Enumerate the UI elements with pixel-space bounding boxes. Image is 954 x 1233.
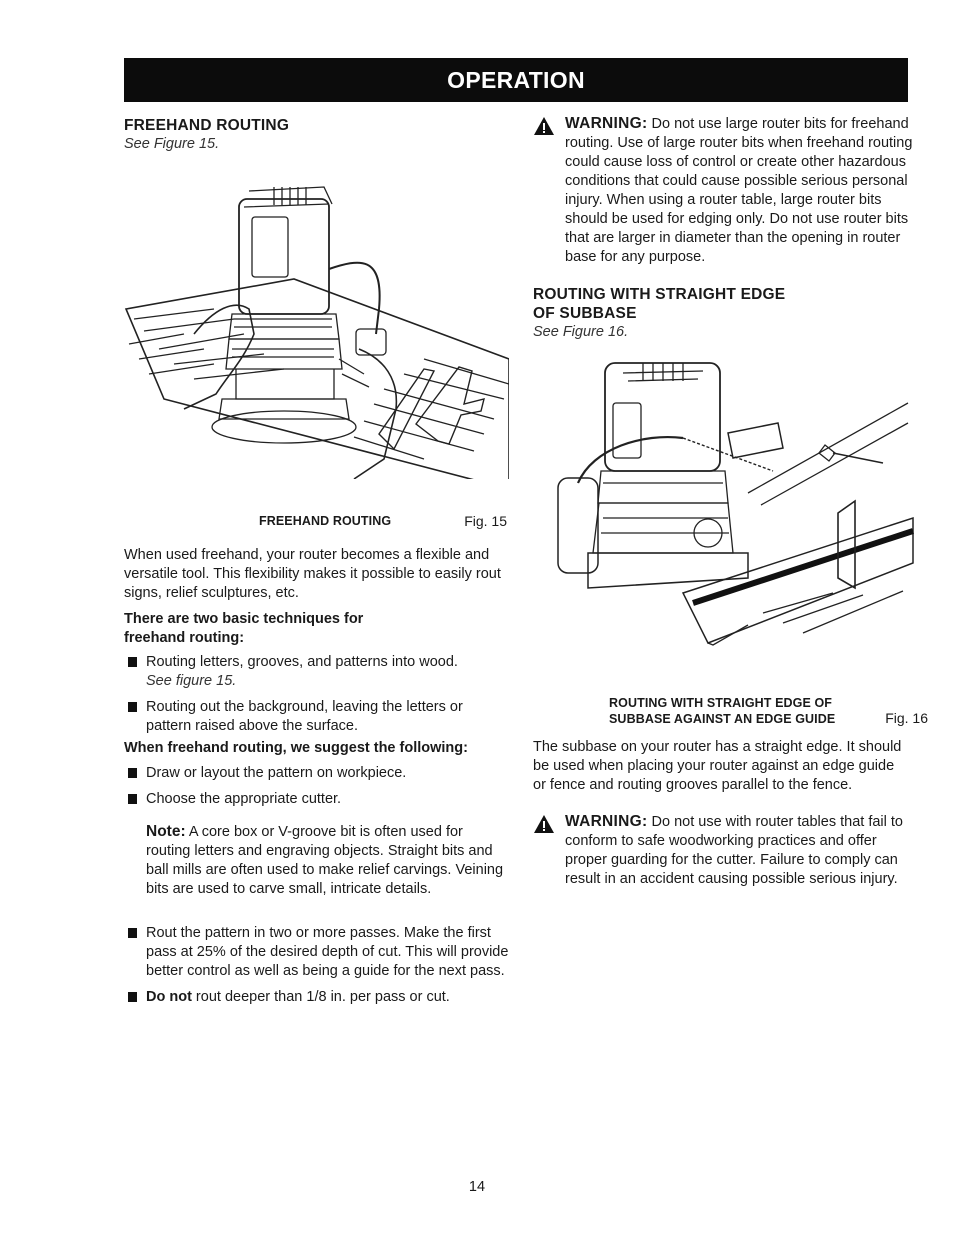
technique-see-figure: See figure 15.	[146, 673, 237, 689]
list-item: Do not rout deeper than 1/8 in. per pass…	[124, 988, 509, 1007]
list-item: Draw or layout the pattern on workpiece.	[124, 764, 509, 783]
figure-15-caption: FREEHAND ROUTING Fig. 15	[124, 514, 507, 529]
figure-16-title: ROUTING WITH STRAIGHT EDGE OF SUBBASE AG…	[533, 695, 835, 727]
depth-text: rout deeper than 1/8 in. per pass or cut…	[191, 989, 450, 1005]
suggestions-list: Draw or layout the pattern on workpiece.…	[124, 764, 509, 809]
note-text: A core box or V-groove bit is often used…	[146, 824, 504, 897]
suggest-heading: When freehand routing, we suggest the fo…	[124, 740, 468, 756]
left-column: FREEHAND ROUTING See Figure 15.	[124, 116, 509, 1007]
warning-text: Do not use with router tables that fail …	[565, 814, 903, 887]
freehand-router-illustration	[124, 186, 509, 479]
techniques-heading: There are two basic techniques for freeh…	[124, 611, 364, 646]
figure-16-number: Fig. 16	[885, 710, 928, 726]
figure-16-title-line1: ROUTING WITH STRAIGHT EDGE OF	[609, 696, 833, 710]
freehand-intro: When used freehand, your router becomes …	[124, 547, 501, 601]
warning-label: WARNING:	[565, 115, 648, 132]
warning-triangle-icon	[534, 815, 554, 833]
techniques-list: Routing letters, grooves, and patterns i…	[124, 653, 509, 736]
note-block: Note: A core box or V-groove bit is ofte…	[124, 822, 509, 899]
straight-edge-heading-line1: ROUTING WITH STRAIGHT EDGE	[533, 286, 786, 303]
bullet-square-icon	[128, 768, 137, 778]
straight-edge-router-illustration	[557, 362, 914, 646]
figure-15-title: FREEHAND ROUTING	[259, 514, 392, 528]
straight-edge-heading-line2: OF SUBBASE	[533, 305, 637, 322]
section-banner-title: OPERATION	[447, 66, 585, 93]
freehand-routing-heading: FREEHAND ROUTING	[124, 117, 290, 134]
pass-text: Rout the pattern in two or more passes. …	[146, 925, 509, 979]
figure-16: ROUTING WITH STRAIGHT EDGE OF SUBBASE AG…	[533, 353, 928, 726]
subbase-description: The subbase on your router has a straigh…	[533, 739, 902, 793]
bullet-square-icon	[128, 992, 137, 1002]
list-item: Rout the pattern in two or more passes. …	[124, 924, 509, 981]
bullet-square-icon	[128, 794, 137, 804]
list-item: Routing letters, grooves, and patterns i…	[124, 653, 509, 691]
technique-text: Routing out the background, leaving the …	[146, 699, 463, 734]
warning-triangle-icon	[534, 117, 554, 135]
warning-label: WARNING:	[565, 813, 648, 830]
list-item: Routing out the background, leaving the …	[124, 698, 509, 736]
bullet-square-icon	[128, 928, 137, 938]
suggestion-text: Draw or layout the pattern on workpiece.	[146, 765, 407, 781]
right-column: WARNING: Do not use large router bits fo…	[533, 114, 928, 889]
section-banner: OPERATION	[124, 58, 908, 102]
pass-list: Rout the pattern in two or more passes. …	[124, 924, 509, 1007]
warning-large-bits: WARNING: Do not use large router bits fo…	[533, 114, 918, 267]
figure-16-caption: ROUTING WITH STRAIGHT EDGE OF SUBBASE AG…	[533, 695, 928, 727]
straight-edge-heading: ROUTING WITH STRAIGHT EDGE OF SUBBASE	[533, 285, 918, 323]
figure-15: FREEHAND ROUTING Fig. 15	[124, 159, 509, 529]
technique-text: Routing letters, grooves, and patterns i…	[146, 654, 458, 670]
note-label: Note:	[146, 823, 186, 840]
do-not-label: Do not	[146, 989, 192, 1005]
see-figure-15: See Figure 15.	[124, 136, 220, 152]
page-number: 14	[468, 1179, 486, 1195]
bullet-square-icon	[128, 702, 137, 712]
bullet-square-icon	[128, 657, 137, 667]
warning-router-tables: WARNING: Do not use with router tables t…	[533, 812, 918, 889]
suggestion-text: Choose the appropriate cutter.	[146, 791, 342, 807]
list-item: Choose the appropriate cutter.	[124, 790, 509, 809]
warning-text: Do not use large router bits for freehan…	[565, 116, 913, 265]
figure-15-number: Fig. 15	[464, 513, 507, 529]
see-figure-16: See Figure 16.	[533, 324, 629, 340]
figure-16-title-line2: SUBBASE AGAINST AN EDGE GUIDE	[609, 712, 836, 726]
